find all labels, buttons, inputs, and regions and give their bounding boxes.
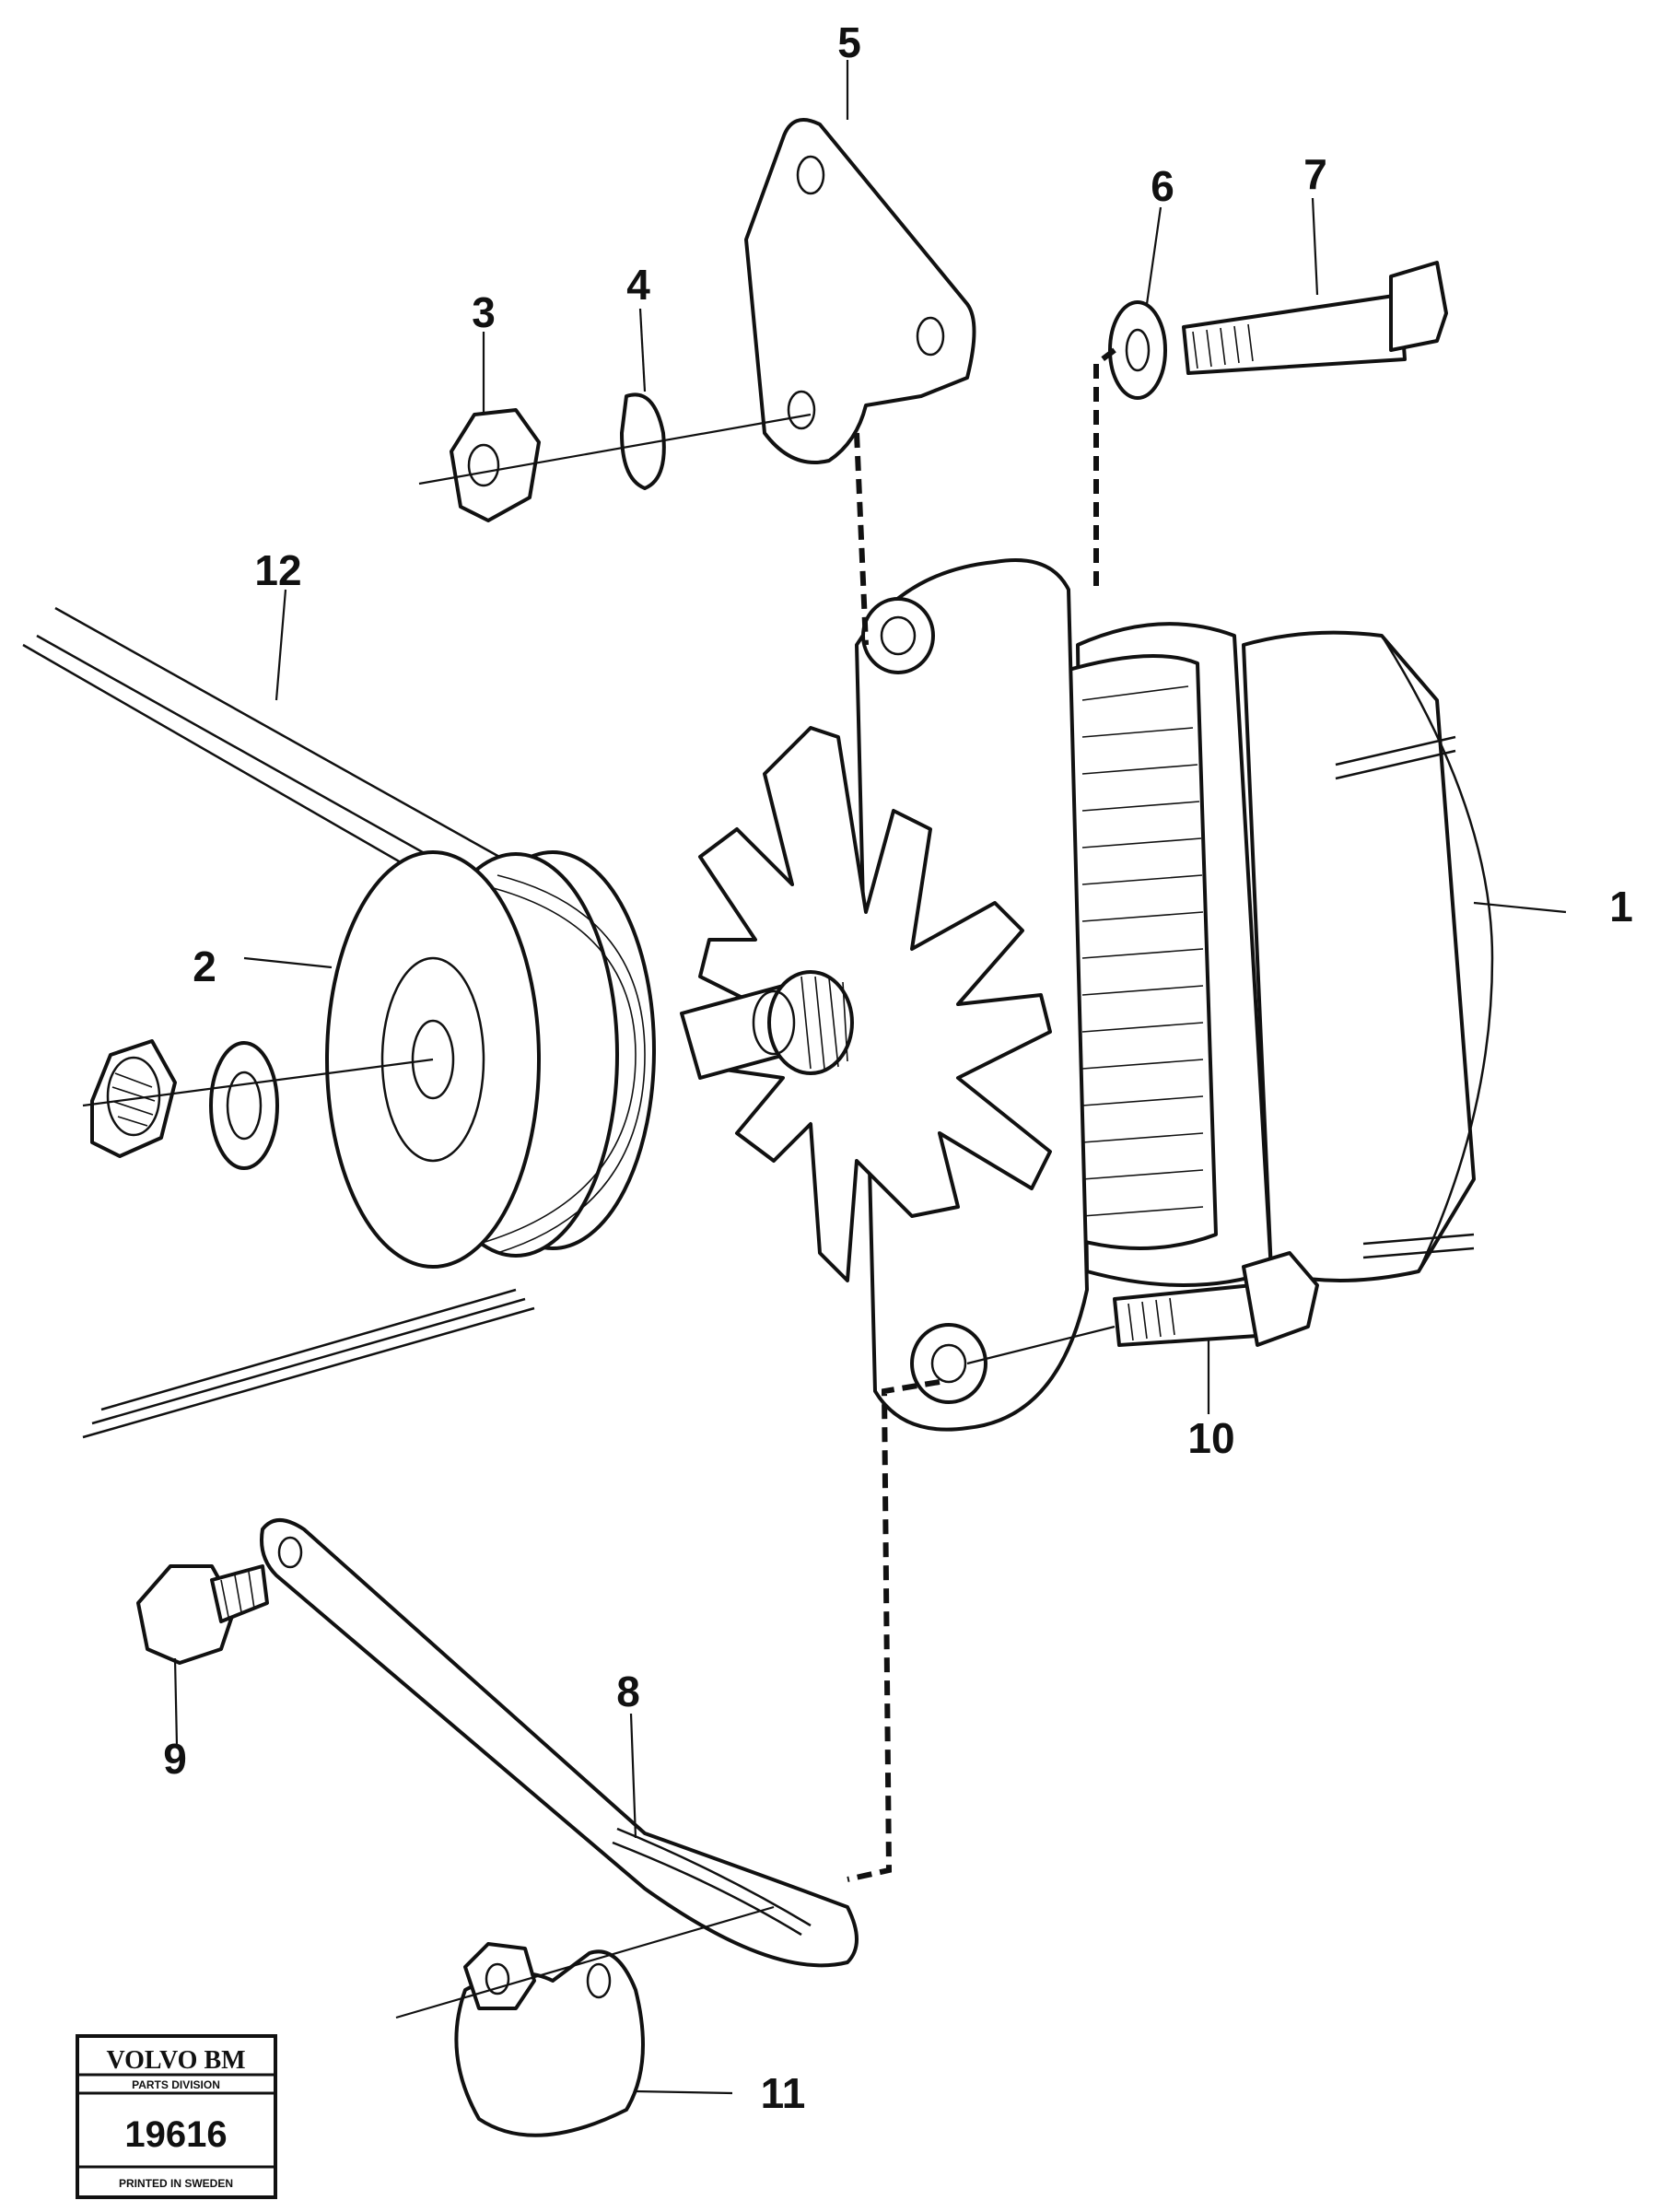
- arm-bolt: [136, 1564, 269, 1665]
- callout-leaders: [173, 60, 1567, 2095]
- clamp-axis-line: [395, 1905, 775, 2019]
- nut: [450, 408, 541, 522]
- lower-bolt-axis-line: [966, 1325, 1116, 1365]
- pulley-shaft-axis-line: [82, 1058, 434, 1107]
- alternator: [680, 558, 1494, 1432]
- callout-3: 3: [472, 288, 496, 336]
- stamp-number: 19616: [124, 2114, 227, 2155]
- v-belt: [22, 606, 535, 1439]
- callout-8: 8: [616, 1668, 640, 1715]
- upper-bolt-axis-line: [418, 413, 812, 486]
- callout-10: 10: [1187, 1414, 1234, 1462]
- lock-washer: [620, 392, 666, 490]
- stamp-brand: VOLVO BM: [106, 2046, 245, 2075]
- callout-12: 12: [254, 546, 301, 594]
- pulley: [325, 850, 656, 1269]
- bolt: [1182, 261, 1448, 375]
- assembly-lines: [847, 347, 1116, 1882]
- lower-bolt: [1113, 1251, 1319, 1347]
- adjusting-arm: [260, 1518, 859, 1968]
- parts-division-stamp: VOLVO BM PARTS DIVISION 19616 PRINTED IN…: [76, 2034, 277, 2199]
- callout-1: 1: [1609, 883, 1633, 930]
- callout-5: 5: [837, 18, 861, 66]
- callout-labels: 1 2 3 4 5 6 7 8 9 10 11 12: [163, 18, 1633, 2117]
- washer: [1108, 300, 1167, 400]
- callout-4: 4: [626, 261, 650, 309]
- upper-bracket: [744, 118, 976, 464]
- stamp-division: PARTS DIVISION: [132, 2078, 220, 2091]
- callout-9: 9: [163, 1735, 187, 1783]
- stamp-footer: PRINTED IN SWEDEN: [119, 2177, 233, 2190]
- callout-11: 11: [761, 2069, 806, 2117]
- callout-2: 2: [193, 942, 216, 990]
- callout-6: 6: [1151, 162, 1174, 210]
- pulley-washer: [209, 1041, 279, 1170]
- callout-7: 7: [1303, 150, 1327, 198]
